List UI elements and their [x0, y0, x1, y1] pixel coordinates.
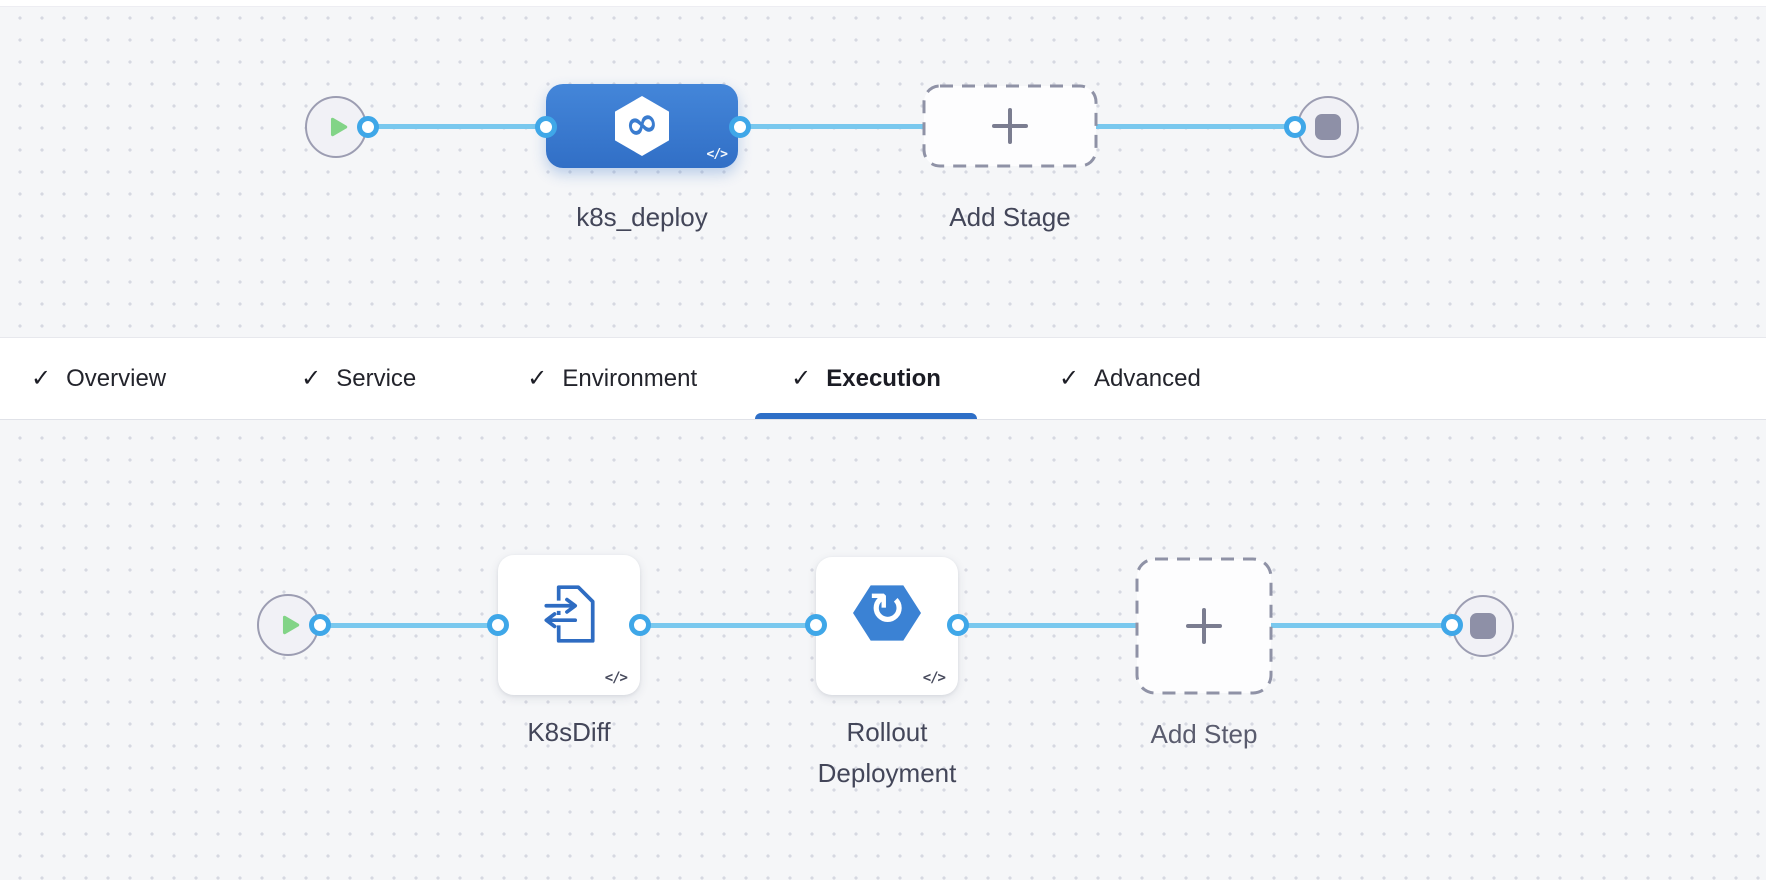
- stop-icon: [1315, 114, 1341, 140]
- execution-steps-canvas[interactable]: </> K8sDiff ↻ </> Rollout Deployment Add…: [0, 420, 1766, 880]
- step-node-rollout-deployment[interactable]: ↻ </>: [816, 557, 958, 695]
- tab-execution[interactable]: ✓ Execution: [755, 338, 977, 419]
- stage-pipeline-edge: [368, 124, 1295, 129]
- tab-label: Environment: [562, 364, 698, 392]
- stage-config-tab-bar: ✓ Overview ✓ Service ✓ Environment ✓ Exe…: [0, 337, 1766, 420]
- step-label-rollout-deployment: Rollout Deployment: [817, 717, 957, 788]
- tab-advanced[interactable]: ✓ Advanced: [1059, 338, 1201, 419]
- end-node-in-port[interactable]: [1284, 116, 1306, 138]
- stage-pipeline-canvas[interactable]: ∞ </> k8s_deploy Add Stage: [0, 0, 1766, 337]
- check-icon: ✓: [301, 364, 322, 392]
- infinity-icon: ∞: [620, 97, 664, 151]
- file-diff-icon: [544, 585, 595, 643]
- step-label-k8sdiff: K8sDiff: [527, 717, 611, 747]
- active-tab-underline: [755, 413, 977, 419]
- code-view-badge: </>: [922, 670, 946, 686]
- add-step-label: Add Step: [1150, 719, 1258, 749]
- add-stage-label: Add Stage: [949, 202, 1071, 232]
- stage-node-k8s-deploy[interactable]: ∞ </>: [546, 84, 738, 168]
- check-icon: ✓: [791, 364, 812, 392]
- pipeline-end-node[interactable]: [1297, 96, 1359, 158]
- check-icon: ✓: [527, 364, 548, 392]
- play-icon: [282, 615, 300, 635]
- rollout-in-port[interactable]: [805, 614, 827, 636]
- tab-environment[interactable]: ✓ Environment: [527, 338, 697, 419]
- stage-node-in-port[interactable]: [535, 116, 557, 138]
- add-step-button[interactable]: [1135, 557, 1273, 695]
- pipeline-start-node[interactable]: [305, 96, 367, 158]
- check-icon: ✓: [1058, 364, 1080, 392]
- steps-start-out-port[interactable]: [309, 614, 331, 636]
- top-edge-strip: [0, 0, 1766, 7]
- stop-icon: [1470, 613, 1496, 639]
- code-view-badge: </>: [706, 147, 729, 162]
- code-view-badge: </>: [604, 670, 628, 686]
- play-icon: [330, 117, 348, 137]
- step-node-k8sdiff[interactable]: </>: [498, 555, 640, 695]
- k8sdiff-out-port[interactable]: [629, 614, 651, 636]
- tab-service[interactable]: ✓ Service: [301, 338, 416, 419]
- stage-node-out-port[interactable]: [729, 116, 751, 138]
- redo-arrow-icon: ↻: [868, 584, 906, 635]
- k8sdiff-in-port[interactable]: [487, 614, 509, 636]
- tab-label: Service: [336, 364, 417, 392]
- tab-label: Overview: [66, 364, 167, 392]
- harness-stage-hexagon-icon: ∞: [615, 96, 669, 156]
- plus-icon: [992, 108, 1028, 144]
- rollout-out-port[interactable]: [947, 614, 969, 636]
- tab-label: Execution: [826, 364, 941, 392]
- steps-end-in-port[interactable]: [1441, 614, 1463, 636]
- stage-node-label: k8s_deploy: [576, 202, 708, 232]
- rollout-deployment-hexagon-icon: ↻: [853, 584, 921, 641]
- start-node-out-port[interactable]: [357, 116, 379, 138]
- add-stage-button[interactable]: [922, 84, 1098, 168]
- tab-label: Advanced: [1094, 364, 1201, 392]
- tab-overview[interactable]: ✓ Overview: [31, 338, 166, 419]
- check-icon: ✓: [31, 364, 52, 392]
- plus-icon: [1186, 608, 1222, 644]
